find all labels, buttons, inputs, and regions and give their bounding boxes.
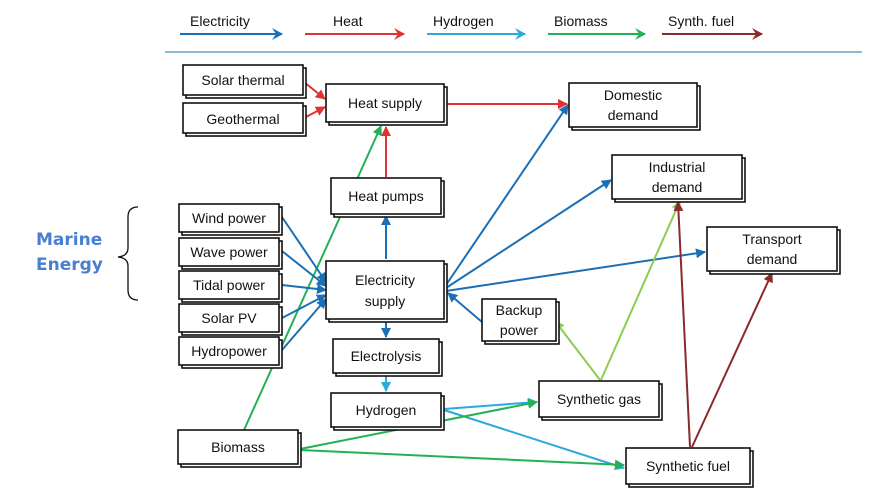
node-domestic-demand: Domestic demand: [568, 82, 701, 131]
svg-text:Wind power: Wind power: [192, 210, 266, 226]
legend-label-synth-fuel: Synth. fuel: [668, 13, 734, 29]
svg-text:Industrial: Industrial: [649, 159, 706, 175]
connectors: [243, 81, 773, 470]
node-solar-thermal: Solar thermal: [182, 64, 307, 99]
legend-label-biomass: Biomass: [554, 13, 608, 29]
svg-text:Synthetic gas: Synthetic gas: [557, 391, 641, 407]
edge-synth-gas-backup: [554, 320, 601, 381]
edge-biomass-synth-fuel: [299, 449, 625, 470]
edge-tidal-electricity: [281, 284, 327, 294]
svg-text:Biomass: Biomass: [211, 439, 265, 455]
node-hydropower: Hydropower: [178, 336, 283, 369]
node-solar-pv: Solar PV: [178, 303, 283, 336]
edge-synth-fuel-transport: [691, 272, 773, 448]
svg-text:Electricity: Electricity: [355, 272, 415, 288]
svg-text:demand: demand: [747, 251, 798, 267]
svg-text:Hydropower: Hydropower: [191, 343, 267, 359]
svg-text:Electrolysis: Electrolysis: [351, 348, 422, 364]
edge-biomass-heat-supply: [243, 125, 382, 431]
svg-text:power: power: [500, 322, 538, 338]
svg-text:demand: demand: [652, 179, 703, 195]
svg-text:Synthetic fuel: Synthetic fuel: [646, 458, 730, 474]
svg-text:Transport: Transport: [742, 231, 802, 247]
edge-electricity-domestic: [445, 104, 569, 286]
edge-electricity-transport: [445, 248, 706, 292]
node-backup-power: Backup power: [481, 298, 560, 345]
edge-backup-electricity: [447, 292, 483, 323]
edge-geothermal-heat-supply: [303, 106, 326, 119]
node-hydrogen: Hydrogen: [330, 392, 445, 431]
edge-solar-thermal-heat-supply: [303, 81, 326, 100]
node-wave-power: Wave power: [178, 237, 283, 270]
node-heat-pumps: Heat pumps: [330, 177, 445, 218]
svg-text:Backup: Backup: [496, 302, 543, 318]
node-industrial-demand: Industrial demand: [611, 154, 746, 203]
svg-text:Solar PV: Solar PV: [201, 310, 257, 326]
edge-wave-electricity: [281, 250, 327, 287]
node-electricity-supply: Electricity supply: [325, 260, 448, 323]
svg-text:Wave power: Wave power: [190, 244, 268, 260]
legend-label-heat: Heat: [333, 13, 363, 29]
legend-label-electricity: Electricity: [190, 13, 250, 29]
edge-synth-gas-industrial: [600, 200, 681, 381]
edge-hydrogen-synth-fuel: [443, 409, 625, 470]
legend-label-hydrogen: Hydrogen: [433, 13, 494, 29]
svg-text:Hydrogen: Hydrogen: [356, 402, 417, 418]
svg-text:Domestic: Domestic: [604, 87, 662, 103]
node-transport-demand: Transport demand: [706, 226, 841, 275]
marine-label-line2: Energy: [36, 255, 103, 275]
svg-text:Geothermal: Geothermal: [206, 111, 279, 127]
curly-brace: [117, 206, 139, 301]
node-synthetic-fuel: Synthetic fuel: [625, 447, 754, 488]
edge-hydrogen-synth-gas: [443, 397, 538, 410]
edge-wind-electricity: [281, 216, 327, 283]
svg-text:Heat pumps: Heat pumps: [348, 188, 423, 204]
nodes: Solar thermal Geothermal Heat supply Dom…: [177, 64, 841, 488]
marine-label-line1: Marine: [36, 230, 102, 250]
node-synthetic-gas: Synthetic gas: [538, 380, 663, 421]
edge-hydro-electricity: [281, 298, 327, 351]
node-biomass: Biomass: [177, 429, 302, 468]
node-wind-power: Wind power: [178, 203, 283, 236]
svg-text:demand: demand: [608, 107, 659, 123]
node-electrolysis: Electrolysis: [332, 338, 443, 377]
svg-text:Tidal power: Tidal power: [193, 277, 265, 293]
svg-text:supply: supply: [365, 293, 405, 309]
node-heat-supply: Heat supply: [325, 83, 448, 126]
node-geothermal: Geothermal: [182, 102, 307, 137]
svg-text:Heat supply: Heat supply: [348, 95, 422, 111]
edge-synth-fuel-industrial: [673, 201, 691, 448]
edge-electricity-industrial: [445, 179, 612, 289]
marine-energy-group: Marine Energy: [36, 206, 139, 301]
legend: Electricity Heat Hydrogen Biomass Synth.…: [165, 13, 862, 53]
svg-text:Solar thermal: Solar thermal: [201, 72, 284, 88]
node-tidal-power: Tidal power: [178, 270, 283, 303]
